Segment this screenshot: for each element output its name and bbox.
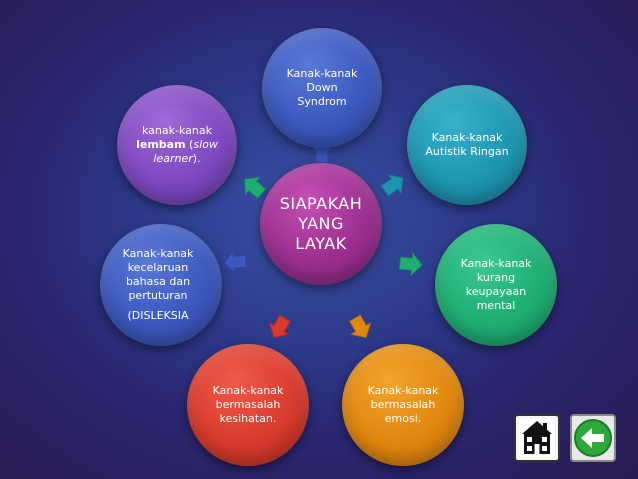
node-down-line-1: Kanak-kanak [286,67,358,80]
node-bermasalah-kesihatan: Kanak-kanak bermasalah kesihatan. [187,344,309,466]
node-lembam-close: ). [192,152,201,165]
node-kesihatan-line-2: bermasalah [215,398,281,411]
node-disleksia-line-3: bahasa dan [125,275,191,288]
node-autistik-line-1: Kanak-kanak [431,131,503,144]
node-lembam: kanak-kanak lembam (slow learner). [117,85,237,205]
node-emosi-line-3: emosi. [384,412,422,425]
node-disleksia-line-4: pertuturan [128,289,188,302]
node-autistik-ringan: Kanak-kanak Autistik Ringan [407,85,527,205]
center-node: SIAPAKAH YANG LAYAK [260,163,382,285]
node-kurang-keupayaan-mental: Kanak-kanak kurang keupayaan mental [435,224,557,346]
node-mental-line-3: keupayaan [465,285,527,298]
back-arrow-icon [574,419,612,457]
node-lembam-open: ( [185,138,194,151]
node-bermasalah-emosi: Kanak-kanak bermasalah emosi. [342,344,464,466]
node-lembam-line-1: kanak-kanak [142,124,212,137]
center-line-1: SIAPAKAH [279,194,363,213]
home-button[interactable] [514,414,560,462]
node-kesihatan-line-3: kesihatan. [219,412,277,425]
node-lembam-line-2: lembam (slow [132,138,222,152]
node-lembam-bold: lembam [136,138,186,151]
node-disleksia-line-1: Kanak-kanak [122,247,194,260]
center-line-3: LAYAK [295,234,347,253]
node-lembam-italic-2: learner [153,152,193,165]
node-autistik-line-2: Autistik Ringan [425,145,509,158]
back-button[interactable] [570,414,616,462]
node-emosi-line-2: bermasalah [370,398,436,411]
node-disleksia-line-2: kecelaruan [127,261,189,274]
node-down-syndrom: Kanak-kanak Down Syndrom [262,28,382,148]
node-mental-line-1: Kanak-kanak [460,257,532,270]
node-disleksia: Kanak-kanak kecelaruan bahasa dan pertut… [100,224,222,346]
node-mental-line-2: kurang [476,271,516,284]
node-mental-line-4: mental [476,299,516,312]
center-line-2: YANG [298,214,344,233]
node-lembam-line-3: learner). [149,152,204,166]
node-disleksia-extra: (DISLEKSIA [127,309,189,322]
home-icon [519,419,555,457]
node-emosi-line-1: Kanak-kanak [367,384,439,397]
node-lembam-italic-1: slow [193,138,218,151]
node-down-line-2: Down [306,81,338,94]
node-down-line-3: Syndrom [297,95,347,108]
node-kesihatan-line-1: Kanak-kanak [212,384,284,397]
